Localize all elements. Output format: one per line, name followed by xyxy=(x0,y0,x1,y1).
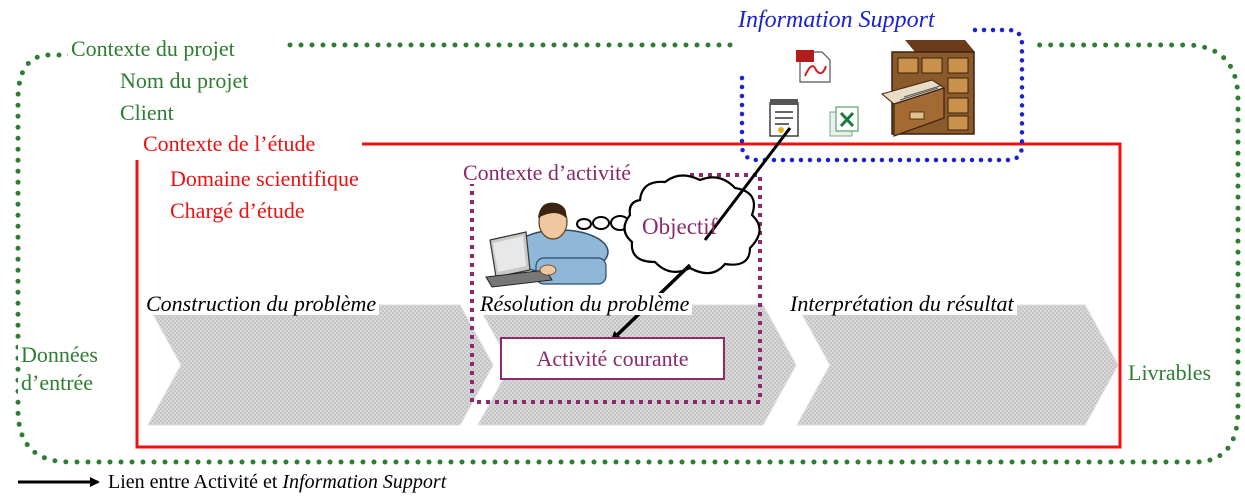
donnees-label-line1: Données xyxy=(18,344,101,366)
link-arrow-info-to-objectif xyxy=(703,127,792,241)
info-support-title: Information Support xyxy=(735,8,938,32)
projet-client-label: Client xyxy=(120,100,174,125)
excel-icon xyxy=(829,106,859,137)
legend-text-italic: Information Support xyxy=(282,471,447,493)
activite-context-title: Contexte d’activité xyxy=(460,162,634,184)
thought-bubble-icon xyxy=(576,174,761,275)
legend-text-plain: Lien entre Activité et xyxy=(108,471,283,493)
etude-context-title: Contexte de l’étude xyxy=(140,133,319,155)
phase-chevron-3 xyxy=(796,304,1119,426)
etude-context-border xyxy=(135,142,1122,449)
notepad-icon xyxy=(769,99,799,137)
activite-courante-label: Activité courante xyxy=(536,345,689,371)
donnees-label-line2: d’entrée xyxy=(18,372,97,394)
etude-domaine-label: Domaine scientifique xyxy=(170,166,359,191)
etude-charge-label: Chargé d’étude xyxy=(170,198,305,223)
projet-context-title: Contexte du projet xyxy=(68,38,238,60)
person-at-computer-icon xyxy=(485,202,609,288)
activite-context-border xyxy=(470,173,762,404)
projet-context-border xyxy=(15,42,1241,465)
livrables-label: Livrables xyxy=(1125,362,1215,384)
phase-chevron-1 xyxy=(147,304,494,426)
projet-nom-label: Nom du projet xyxy=(120,68,249,93)
phase-label-interpretation: Interprétation du résultat xyxy=(787,293,1017,315)
phase-label-resolution: Résolution du problème xyxy=(477,293,693,315)
legend-text: Lien entre Activité et Information Suppo… xyxy=(108,472,446,492)
phase-label-construction: Construction du problème xyxy=(143,293,380,315)
pdf-icon xyxy=(796,50,831,83)
info-support-border xyxy=(739,27,1025,163)
filing-cabinet-icon xyxy=(880,40,975,137)
objectif-label: Objectif xyxy=(642,214,718,239)
activite-courante-box: Activité courante xyxy=(500,337,725,380)
